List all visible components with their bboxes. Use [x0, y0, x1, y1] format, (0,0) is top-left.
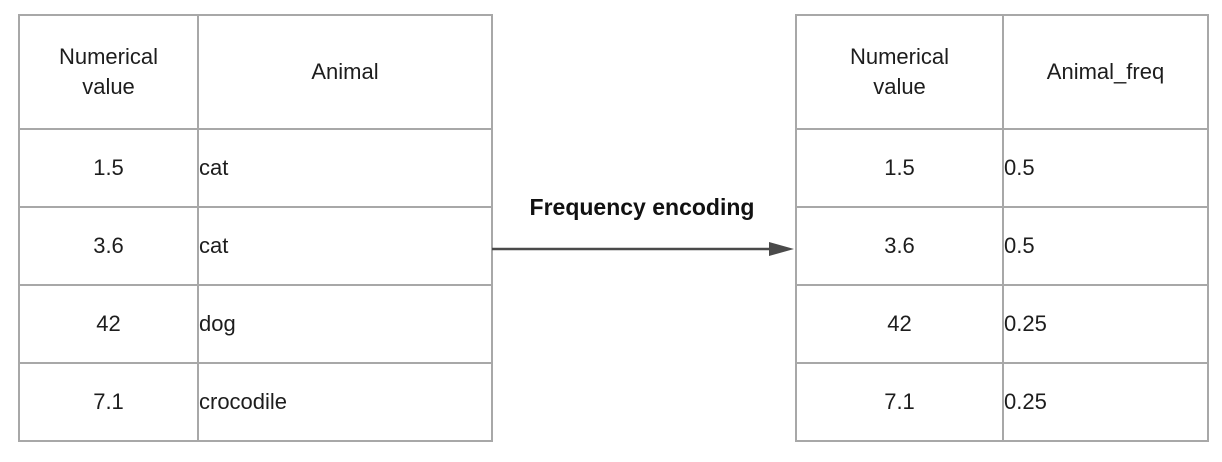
- column-header-label: Numerical value: [58, 44, 159, 99]
- table-row: 7.1 crocodile: [18, 362, 493, 442]
- column-header-numerical-value: Numerical value: [18, 14, 199, 130]
- table-cell: 42: [18, 284, 199, 364]
- table-cell: 3.6: [795, 206, 1004, 286]
- transformation-label: Frequency encoding: [529, 194, 755, 220]
- table-row: 42 dog: [18, 284, 493, 364]
- table-cell: 1.5: [18, 128, 199, 208]
- table-row: 3.6 0.5: [795, 206, 1209, 286]
- table-cell: 1.5: [795, 128, 1004, 208]
- table-cell: cat: [197, 128, 493, 208]
- column-header-numerical-value: Numerical value: [795, 14, 1004, 130]
- table-cell: 0.5: [1002, 128, 1209, 208]
- table-cell: 7.1: [795, 362, 1004, 442]
- table-cell: 0.25: [1002, 362, 1209, 442]
- column-header-label: Numerical value: [849, 44, 950, 99]
- table-row: 7.1 0.25: [795, 362, 1209, 442]
- output-table: Numerical value Animal_freq 1.5 0.5 3.6 …: [795, 14, 1209, 442]
- table-row: 1.5 0.5: [795, 128, 1209, 208]
- table-row: 3.6 cat: [18, 206, 493, 286]
- table-cell: dog: [197, 284, 493, 364]
- column-header-label: Animal_freq: [1046, 59, 1165, 85]
- header-row: Numerical value Animal: [18, 14, 493, 130]
- input-table: Numerical value Animal 1.5 cat 3.6 cat 4…: [18, 14, 493, 442]
- column-header-label: Animal: [311, 59, 379, 85]
- column-header-animal-freq: Animal_freq: [1002, 14, 1209, 130]
- table-cell: cat: [197, 206, 493, 286]
- right-arrow-icon: [492, 242, 794, 256]
- table-cell: 0.5: [1002, 206, 1209, 286]
- table-cell: 7.1: [18, 362, 199, 442]
- table-cell: crocodile: [197, 362, 493, 442]
- header-row: Numerical value Animal_freq: [795, 14, 1209, 130]
- column-header-animal: Animal: [197, 14, 493, 130]
- table-cell: 3.6: [18, 206, 199, 286]
- table-cell: 42: [795, 284, 1004, 364]
- table-row: 42 0.25: [795, 284, 1209, 364]
- table-cell: 0.25: [1002, 284, 1209, 364]
- table-row: 1.5 cat: [18, 128, 493, 208]
